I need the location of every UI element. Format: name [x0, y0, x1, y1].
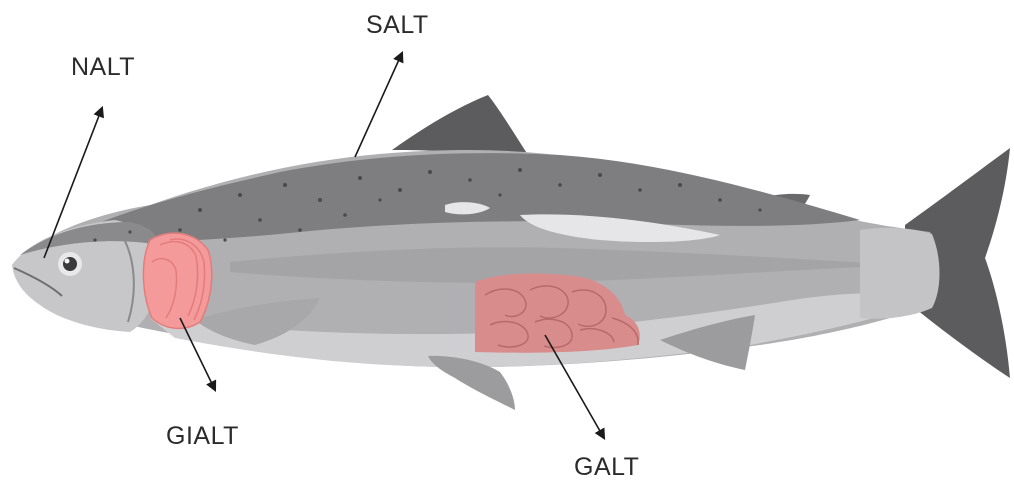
- fish-illustration: [12, 95, 1010, 410]
- nalt-label: NALT: [71, 53, 135, 81]
- galt-label: GALT: [574, 453, 639, 481]
- fish-pupil: [63, 257, 77, 271]
- salt-arrow: [355, 53, 402, 157]
- caudal-peduncle: [860, 228, 940, 319]
- gill-tissue: [143, 233, 211, 328]
- gialt-label: GIALT: [166, 422, 239, 450]
- dorsal-fin: [392, 95, 530, 158]
- salt-label: SALT: [366, 11, 429, 39]
